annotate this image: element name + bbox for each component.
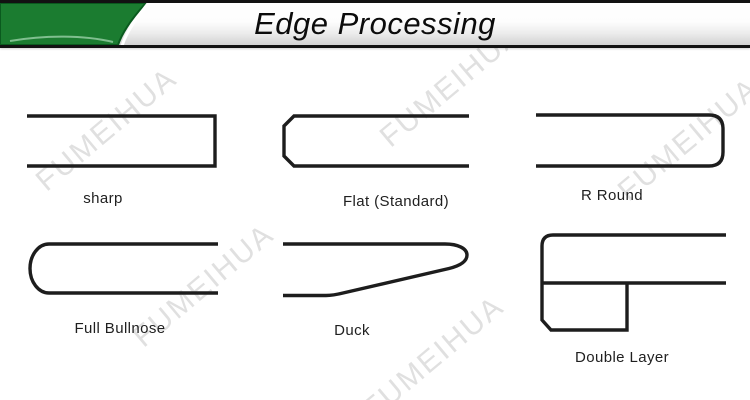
flat-standard-profile-shape [282,114,469,168]
duck-profile-shape [283,242,469,298]
green-ribbon-icon [0,3,151,45]
page-title: Edge Processing [254,6,496,41]
double-layer-label: Double Layer [574,349,670,366]
sharp-label: sharp [83,190,123,207]
r-round-label: R Round [580,187,643,204]
sharp-profile-shape [27,114,217,168]
duck-label: Duck [334,322,370,339]
flat-standard-label: Flat (Standard) [342,193,450,210]
double-layer-profile-shape [540,233,726,332]
r-round-profile-shape [536,113,725,168]
header-bar: Edge Processing [0,0,750,48]
full-bullnose-profile-shape [28,242,218,295]
full-bullnose-label: Full Bullnose [74,320,166,337]
